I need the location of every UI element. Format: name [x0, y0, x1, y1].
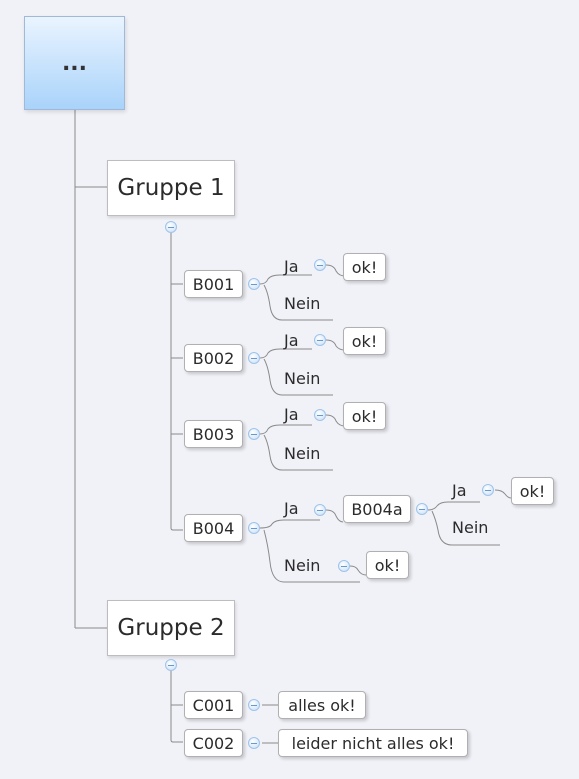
result-node-ok[interactable]: ok! [343, 327, 386, 355]
collapse-toggle-c002[interactable] [248, 737, 260, 749]
collapse-toggle-b002-ja[interactable] [314, 334, 326, 346]
branch-label-nein: Nein [452, 518, 489, 537]
node-label: alles ok! [288, 695, 356, 715]
branch-label-ja: Ja [284, 499, 299, 518]
connector-gruppe-1 [170, 233, 183, 531]
node-b002[interactable]: B002 [184, 344, 243, 372]
branch-label-nein: Nein [284, 556, 321, 575]
node-label: ok! [351, 406, 378, 426]
node-c002[interactable]: C002 [184, 729, 243, 757]
node-b004[interactable]: B004 [184, 514, 243, 542]
collapse-toggle-b003-ja[interactable] [314, 409, 326, 421]
collapse-toggle-b002[interactable] [248, 352, 260, 364]
group-node-gruppe-1[interactable]: Gruppe 1 [107, 160, 235, 216]
node-label: B002 [192, 348, 235, 368]
branch-label-nein: Nein [284, 444, 321, 463]
collapse-toggle-b004a[interactable] [416, 503, 428, 515]
branch-label-nein: Nein [284, 369, 321, 388]
collapse-toggle-b003[interactable] [248, 428, 260, 440]
node-c001[interactable]: C001 [184, 691, 243, 719]
result-node-ok[interactable]: ok! [343, 402, 386, 430]
connector-b002 [259, 339, 346, 396]
group-label: Gruppe 2 [117, 615, 225, 641]
connector-root [74, 110, 107, 629]
branch-label-ja: Ja [284, 405, 299, 424]
node-b003[interactable]: B003 [184, 420, 243, 448]
connector-b004 [259, 509, 367, 583]
result-node-ok[interactable]: ok! [343, 253, 386, 281]
node-label: ok! [519, 481, 546, 501]
result-node-ok[interactable]: ok! [511, 477, 554, 505]
collapse-toggle-b004-nein[interactable] [338, 560, 350, 572]
node-label: ok! [351, 257, 378, 277]
branch-label-ja: Ja [284, 257, 299, 276]
collapse-toggle-gruppe-2[interactable] [165, 659, 177, 671]
result-node-ok[interactable]: ok! [366, 551, 409, 579]
connector-gruppe-2 [170, 670, 183, 743]
branch-label-ja: Ja [284, 331, 299, 350]
node-label: leider nicht alles ok! [291, 733, 455, 753]
collapse-toggle-b001-ja[interactable] [314, 259, 326, 271]
group-node-gruppe-2[interactable]: Gruppe 2 [107, 600, 235, 656]
collapse-toggle-b001[interactable] [248, 278, 260, 290]
root-label: ... [61, 50, 88, 76]
node-label: B004a [351, 499, 403, 519]
branch-label-nein: Nein [284, 294, 321, 313]
collapse-toggle-c001[interactable] [248, 699, 260, 711]
branch-label-ja: Ja [452, 481, 467, 500]
node-label: B001 [192, 274, 235, 294]
collapse-toggle-b004[interactable] [248, 522, 260, 534]
node-label: C001 [192, 695, 235, 715]
node-b004a[interactable]: B004a [343, 495, 411, 523]
collapse-toggle-b004-ja[interactable] [314, 504, 326, 516]
node-label: C002 [192, 733, 235, 753]
collapse-toggle-b004a-ja[interactable] [482, 484, 494, 496]
connector-b003 [259, 414, 346, 471]
result-node-alles-ok[interactable]: alles ok! [278, 691, 366, 719]
result-node-leider-nicht-alles-ok[interactable]: leider nicht alles ok! [278, 729, 468, 757]
node-label: ok! [374, 555, 401, 575]
node-label: ok! [351, 331, 378, 351]
node-label: B004 [192, 518, 235, 538]
node-b001[interactable]: B001 [184, 270, 243, 298]
connector-b001 [259, 264, 346, 321]
collapse-toggle-gruppe-1[interactable] [165, 221, 177, 233]
root-node[interactable]: ... [24, 16, 125, 110]
connector-b004a [427, 489, 512, 546]
group-label: Gruppe 1 [117, 175, 225, 201]
node-label: B003 [192, 424, 235, 444]
